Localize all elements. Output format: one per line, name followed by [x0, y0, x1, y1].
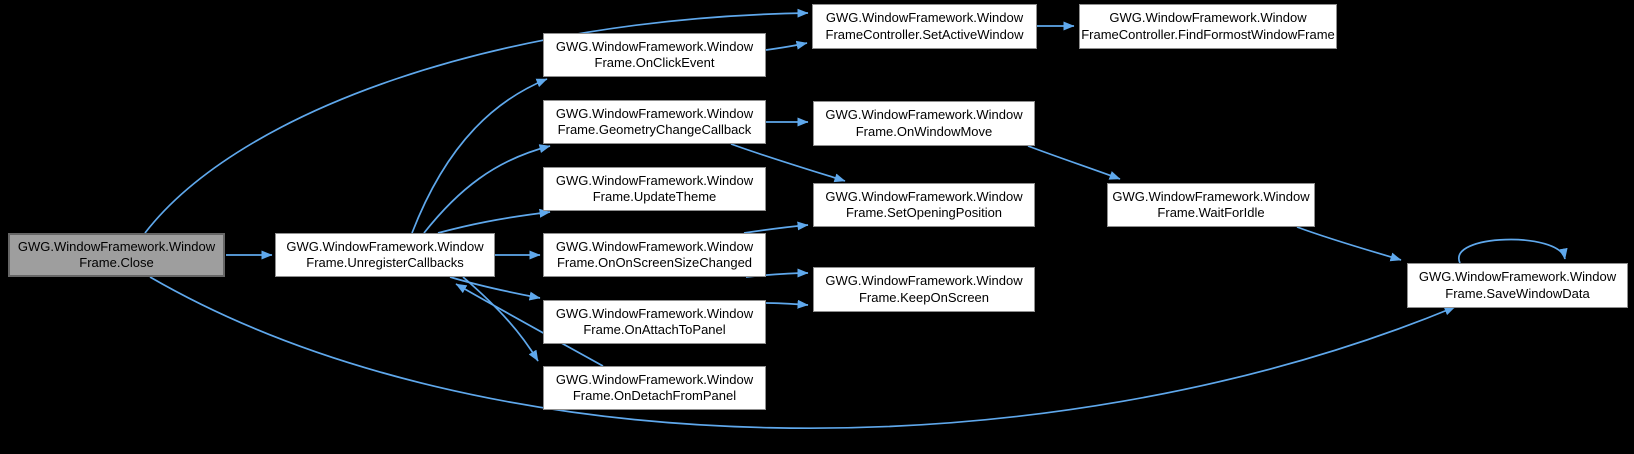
node-label-line: FrameController.FindFormostWindowFrame [1081, 26, 1335, 42]
node-label-line: Frame.SetOpeningPosition [845, 205, 1003, 220]
edge-waitForIdle-to-saveWindowData [1296, 226, 1402, 262]
node-label-line: Frame.UpdateTheme [592, 189, 717, 204]
node-label-line: GWG.WindowFramework.Window [286, 238, 484, 254]
node-label-line: Frame.UnregisterCallbacks [306, 255, 464, 270]
edge-onOnScreenSizeChanged-to-setOpeningPosition [743, 221, 809, 234]
edge-geometryChangeCallback-to-setOpeningPosition [730, 143, 846, 183]
edge-unregisterCallbacks-to-onAttachToPanel [449, 276, 541, 301]
node-label-line: Frame.GeometryChangeCallback [557, 122, 752, 137]
node-label-line: Frame.OnDetachFromPanel [572, 388, 737, 403]
node-label-line: GWG.WindowFramework.Window [17, 238, 216, 254]
node-label-line: Frame.WaitForIdle [1157, 205, 1265, 220]
node-label-line: GWG.WindowFramework.Window [555, 38, 754, 54]
edge-onClickEvent-to-setActiveWindow [765, 40, 808, 51]
edge-onAttachToPanel-to-keepOnScreen [765, 299, 809, 309]
node-label-line: Frame.OnClickEvent [594, 55, 715, 70]
node-label-line: GWG.WindowFramework.Window [1112, 188, 1310, 204]
node-label-line: GWG.WindowFramework.Window [555, 105, 754, 121]
node-label-line: GWG.WindowFramework.Window [555, 371, 754, 387]
node-label-line: GWG.WindowFramework.Window [555, 172, 754, 188]
edge-unregisterCallbacks-to-geometryChangeCallback [423, 144, 551, 234]
edge-onWindowMove-to-waitForIdle [1027, 145, 1121, 180]
edge-unregisterCallbacks-to-updateTheme [437, 208, 551, 234]
node-label-line: Frame.OnAttachToPanel [583, 322, 726, 337]
node-label-line: GWG.WindowFramework.Window [1418, 269, 1617, 284]
node-label-line: GWG.WindowFramework.Window [1109, 10, 1307, 25]
node-label-line: Frame.Close [79, 255, 154, 270]
edge-close-to-setActiveWindow [144, 8, 809, 234]
node-label-line: Frame.SaveWindowData [1445, 285, 1590, 301]
node-label-line: FrameController.SetActiveWindow [825, 26, 1024, 42]
node-label-line: GWG.WindowFramework.Window [555, 305, 754, 321]
edge-unregisterCallbacks-to-onDetachFromPanel [462, 276, 539, 362]
node-label-line: GWG.WindowFramework.Window [825, 10, 1024, 25]
edge-saveWindowData-to-saveWindowData [1458, 238, 1568, 264]
node-label-line: Frame.KeepOnScreen [858, 289, 990, 305]
node-label-line: GWG.WindowFramework.Window [825, 188, 1023, 204]
node-label-line: GWG.WindowFramework.Window [825, 273, 1023, 288]
edge-onDetachFromPanel-to-unregisterCallbacks [455, 283, 604, 367]
edge-close-to-saveWindowData [149, 276, 1456, 430]
node-label-line: Frame.OnOnScreenSizeChanged [556, 255, 753, 270]
node-label-line: Frame.OnWindowMove [855, 123, 993, 139]
node-label-line: GWG.WindowFramework.Window [825, 107, 1023, 122]
node-label-line: GWG.WindowFramework.Window [555, 238, 754, 254]
edge-unregisterCallbacks-to-onClickEvent [411, 78, 548, 234]
